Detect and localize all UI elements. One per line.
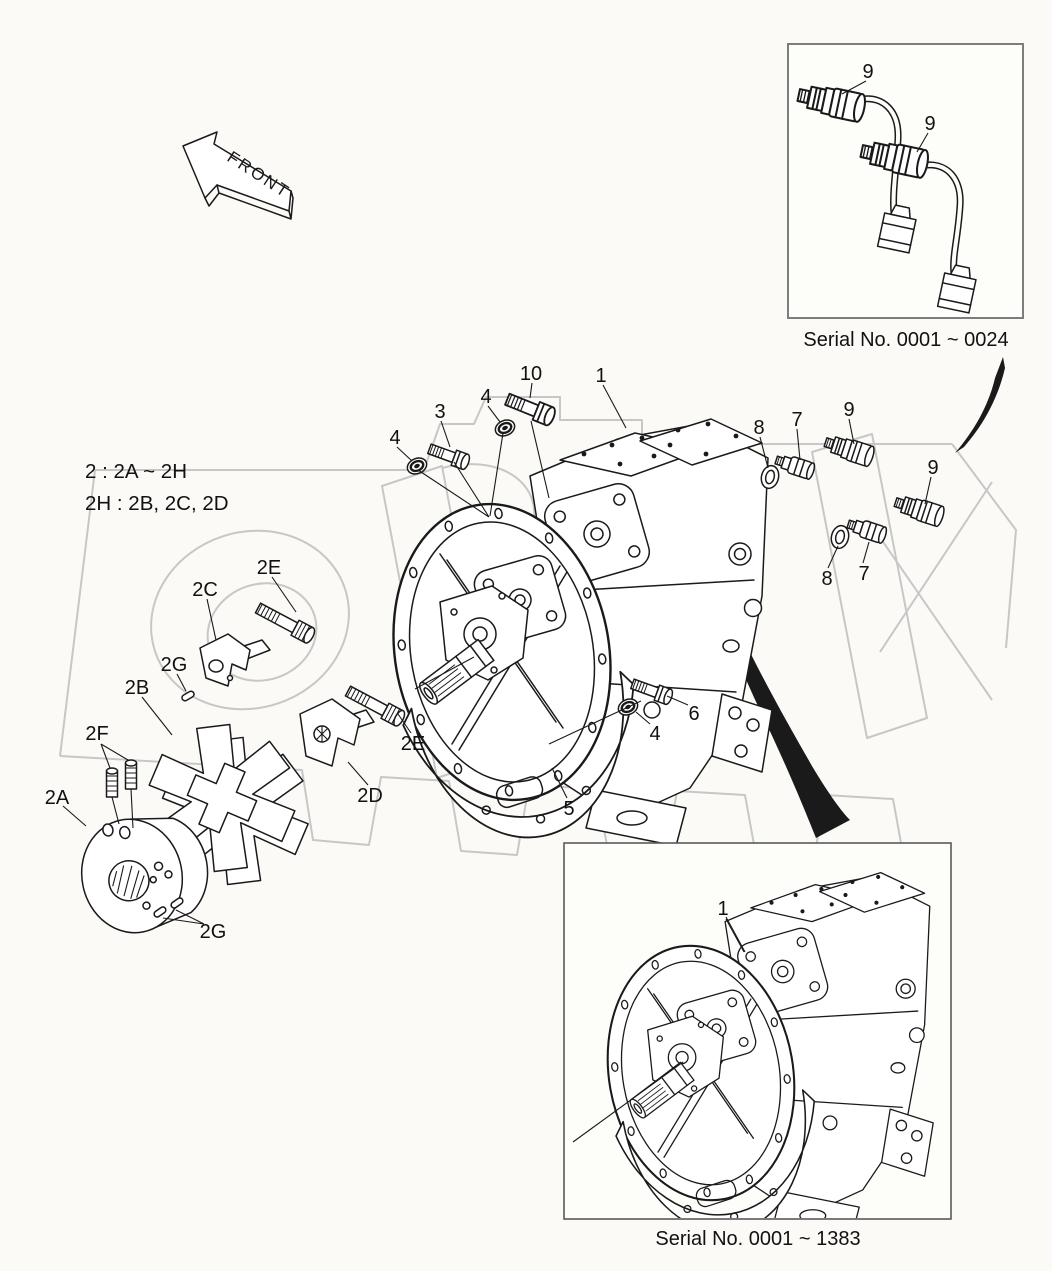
note-line-1: 2 : 2A ~ 2H xyxy=(85,460,187,483)
swoosh-arrow-to-bottom-inset xyxy=(727,616,850,838)
callout-2B: 2B xyxy=(125,677,149,699)
callout-2G-top: 2G xyxy=(161,654,188,676)
part-2F-setscrew-b xyxy=(124,759,138,790)
callout-9a: 9 xyxy=(843,399,854,421)
inset-top-serial-0001-0024 xyxy=(787,43,1024,319)
callout-2C: 2C xyxy=(192,579,218,601)
part-4-washer-top xyxy=(491,415,519,441)
main-pump-assembly xyxy=(369,417,774,858)
callout-6: 6 xyxy=(688,703,699,725)
callout-2F: 2F xyxy=(85,723,108,745)
part-7-fitting-lower xyxy=(844,515,889,545)
coupling-parts-group xyxy=(80,599,408,934)
callout-4c: 4 xyxy=(649,723,660,745)
callout-3: 3 xyxy=(434,401,445,423)
callout-9-inset-b: 9 xyxy=(924,113,935,135)
callout-1: 1 xyxy=(595,365,606,387)
callout-5: 5 xyxy=(563,798,574,820)
part-9-sensor-lower xyxy=(891,491,947,529)
callout-7a: 7 xyxy=(791,409,802,431)
callout-2E-lower: 2E xyxy=(401,733,425,755)
part-2G-pin-top xyxy=(180,689,196,703)
callout-4b: 4 xyxy=(480,386,491,408)
note-line-2: 2H : 2B, 2C, 2D xyxy=(85,492,229,515)
assembly-notes: 2 : 2A ~ 2H 2H : 2B, 2C, 2D xyxy=(85,460,229,515)
callout-1-inset: 1 xyxy=(717,898,728,920)
callout-8b: 8 xyxy=(821,568,832,590)
part-9-sensor-upper xyxy=(821,431,877,469)
callout-labels: 3 4 4 10 1 8 7 9 9 8 7 6 4 5 2E 2C 2G 2B… xyxy=(45,61,939,943)
callout-2G-bottom: 2G xyxy=(200,921,227,943)
part-7-fitting-upper xyxy=(772,451,817,481)
callout-7b: 7 xyxy=(858,563,869,585)
callout-4a: 4 xyxy=(389,427,400,449)
callout-9b: 9 xyxy=(927,457,938,479)
inset-bottom-caption: Serial No. 0001 ~ 1383 xyxy=(655,1228,860,1250)
callout-2E-upper: 2E xyxy=(257,557,281,579)
part-2D-clamp xyxy=(299,698,375,767)
inset-top-caption: Serial No. 0001 ~ 0024 xyxy=(803,329,1008,351)
part-2B-coupling-element xyxy=(137,713,320,896)
part-2A-coupling-hub xyxy=(80,817,209,934)
inset-bottom-serial-0001-1383 xyxy=(563,842,952,1220)
callout-8a: 8 xyxy=(753,417,764,439)
front-direction-arrow: FRONT xyxy=(182,131,294,220)
leader-1-inset xyxy=(725,918,745,953)
part-2F-setscrew-a xyxy=(105,767,119,798)
callout-2D: 2D xyxy=(357,785,383,807)
swoosh-arrow-to-top-inset xyxy=(955,357,1005,453)
callout-2A: 2A xyxy=(45,787,70,809)
callout-9-inset-a: 9 xyxy=(862,61,873,83)
leader-lines xyxy=(62,382,932,925)
inset-top-border xyxy=(787,43,1024,319)
part-2E-capscrew-upper xyxy=(253,599,318,646)
part-2C-clamp xyxy=(199,633,271,687)
callout-10: 10 xyxy=(520,363,542,385)
